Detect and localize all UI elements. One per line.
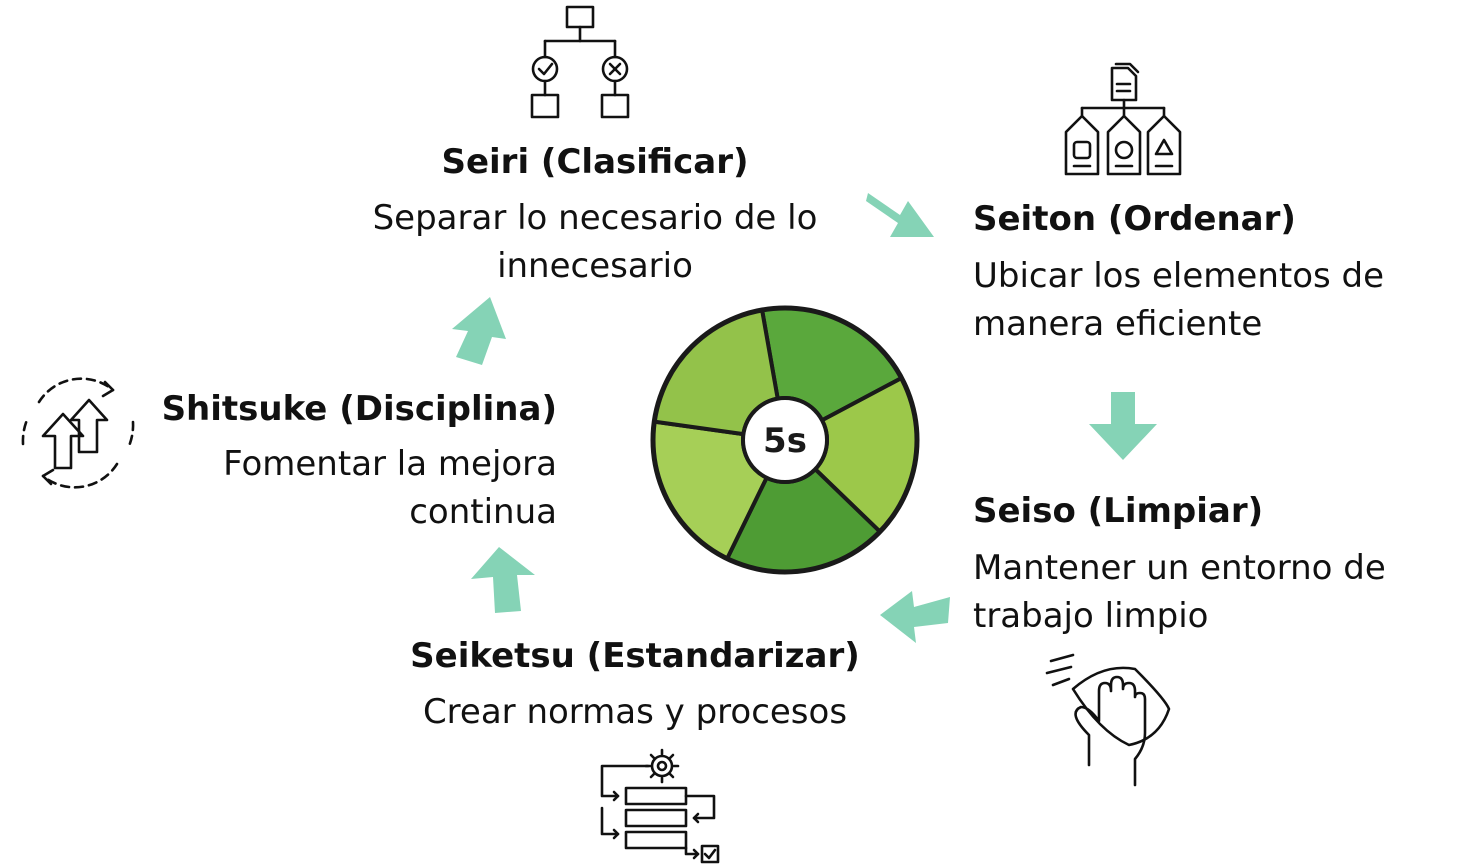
arrow-seiton-to-seiso: [1089, 392, 1157, 460]
wheel-hub: [741, 396, 829, 484]
arrow-seiri-to-seiton: [866, 193, 934, 237]
seiri-title: Seiri (Clasificar): [441, 142, 749, 182]
hierarchy-icon: [1064, 62, 1182, 176]
seiso-title: Seiso (Limpiar): [973, 491, 1264, 531]
wheel-label: 5s: [763, 421, 807, 461]
continuous-improvement-icon: [21, 377, 135, 489]
process-settings-icon: [600, 748, 720, 864]
arrow-seiso-to-seiketsu: [880, 591, 950, 643]
seiketsu-title: Seiketsu (Estandarizar): [410, 636, 860, 676]
wheel-outline: [650, 305, 920, 575]
five-s-wheel: 5s: [650, 305, 920, 575]
seiso-description: Mantener un entorno de trabajo limpio: [973, 548, 1386, 636]
shitsuke-title: Shitsuke (Disciplina): [161, 389, 557, 429]
arrow-seiketsu-to-shitsuke: [471, 547, 535, 613]
arrow-shitsuke-to-seiri: [452, 297, 506, 365]
seiton-description: Ubicar los elementos de manera eficiente: [973, 256, 1385, 344]
cleaning-hand-icon: [1045, 653, 1171, 787]
decision-tree-icon: [530, 5, 630, 119]
seiketsu-description: Crear normas y procesos: [422, 692, 848, 732]
seiri-description: Separar lo necesario de lo innecesario: [372, 198, 818, 286]
shitsuke-description: Fomentar la mejora continua: [223, 444, 557, 532]
seiton-title: Seiton (Ordenar): [973, 199, 1296, 239]
